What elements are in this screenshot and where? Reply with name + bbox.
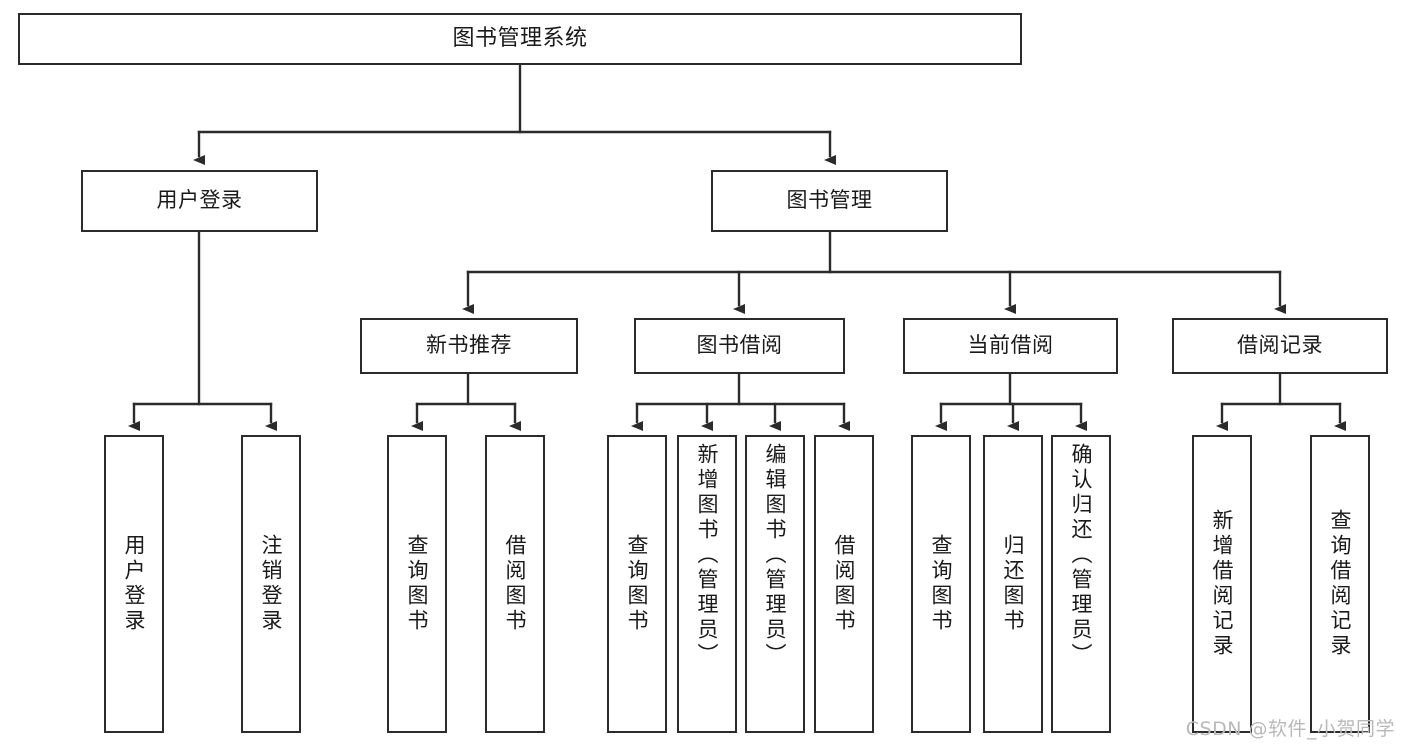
leaf-borrow-book-a-label: 借阅图书 xyxy=(503,534,528,634)
leaf-query-book-a-label: 查询图书 xyxy=(405,534,430,634)
leaf-user-login-label: 用户登录 xyxy=(122,534,147,634)
leaf-confirm-return-label: 确认归还（管理员） xyxy=(1069,443,1094,668)
leaf-query-book-b-label: 查询图书 xyxy=(625,534,650,634)
node-user-login[interactable]: 用户登录 xyxy=(81,170,318,232)
leaf-borrow-book-a[interactable]: 借阅图书 xyxy=(485,435,545,733)
node-borrow-record[interactable]: 借阅记录 xyxy=(1172,318,1388,374)
leaf-add-book-label: 新增图书（管理员） xyxy=(695,443,720,668)
leaf-add-record[interactable]: 新增借阅记录 xyxy=(1192,435,1252,733)
leaf-query-book-c[interactable]: 查询图书 xyxy=(911,435,971,733)
node-borrow-record-label: 借阅记录 xyxy=(1237,333,1323,358)
node-book-manage-label: 图书管理 xyxy=(786,188,873,213)
node-current-borrow[interactable]: 当前借阅 xyxy=(903,318,1118,374)
leaf-edit-book[interactable]: 编辑图书（管理员） xyxy=(745,435,805,733)
node-book-manage[interactable]: 图书管理 xyxy=(711,170,948,232)
node-new-book-recommend[interactable]: 新书推荐 xyxy=(360,318,578,374)
node-root-label: 图书管理系统 xyxy=(452,25,588,51)
leaf-query-book-b[interactable]: 查询图书 xyxy=(607,435,667,733)
leaf-add-book[interactable]: 新增图书（管理员） xyxy=(677,435,737,733)
node-book-borrow[interactable]: 图书借阅 xyxy=(634,318,845,374)
node-new-book-recommend-label: 新书推荐 xyxy=(426,333,512,358)
leaf-user-login[interactable]: 用户登录 xyxy=(104,435,164,733)
node-user-login-label: 用户登录 xyxy=(156,188,243,213)
leaf-borrow-book-b-label: 借阅图书 xyxy=(832,534,857,634)
leaf-add-record-label: 新增借阅记录 xyxy=(1210,509,1235,659)
node-root[interactable]: 图书管理系统 xyxy=(18,13,1022,65)
leaf-query-book-c-label: 查询图书 xyxy=(929,534,954,634)
leaf-borrow-book-b[interactable]: 借阅图书 xyxy=(814,435,874,733)
leaf-query-record[interactable]: 查询借阅记录 xyxy=(1310,435,1370,733)
leaf-confirm-return[interactable]: 确认归还（管理员） xyxy=(1051,435,1111,733)
leaf-edit-book-label: 编辑图书（管理员） xyxy=(763,443,788,668)
node-book-borrow-label: 图书借阅 xyxy=(696,333,783,358)
leaf-return-book[interactable]: 归还图书 xyxy=(983,435,1043,733)
node-current-borrow-label: 当前借阅 xyxy=(967,333,1054,358)
leaf-query-record-label: 查询借阅记录 xyxy=(1328,509,1353,659)
leaf-return-book-label: 归还图书 xyxy=(1001,534,1026,634)
watermark-text: CSDN @软件_小贺同学 xyxy=(1185,718,1395,740)
leaf-logout-label: 注销登录 xyxy=(259,534,284,634)
leaf-query-book-a[interactable]: 查询图书 xyxy=(387,435,447,733)
leaf-logout[interactable]: 注销登录 xyxy=(241,435,301,733)
